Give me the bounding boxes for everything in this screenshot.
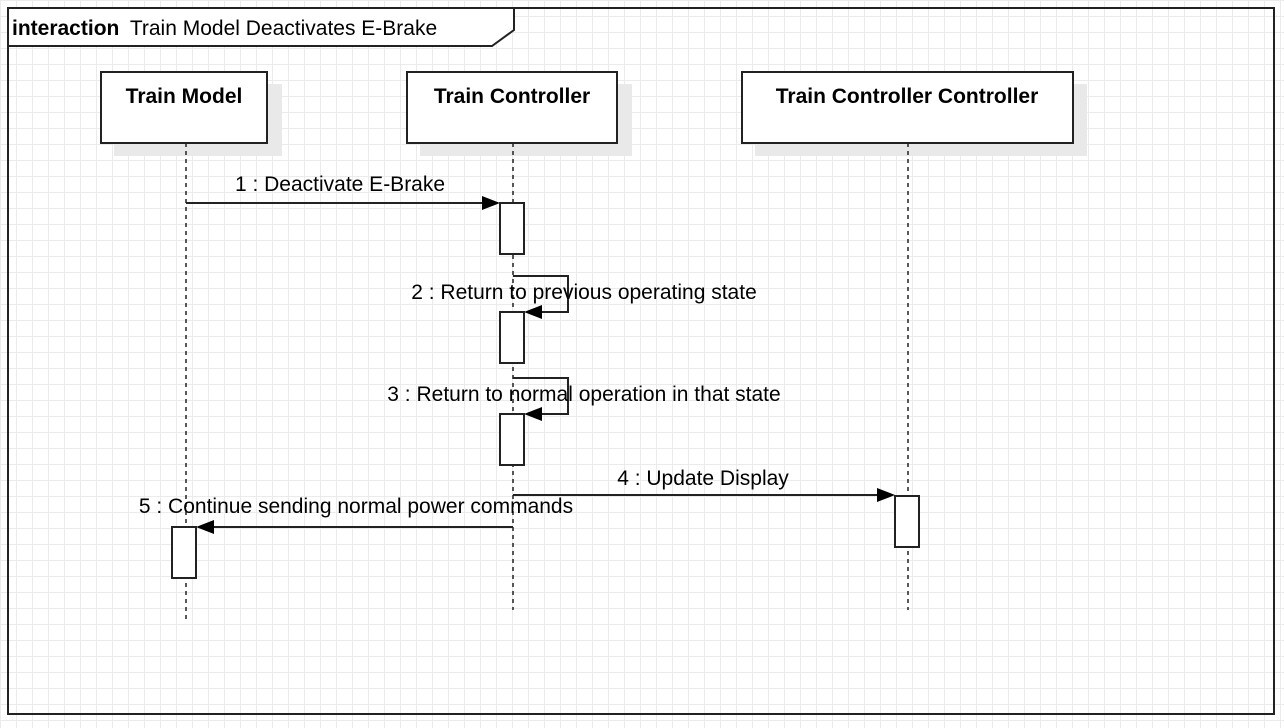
message-label: 2 : Return to previous operating state — [411, 281, 757, 304]
self-message-arrow — [513, 275, 569, 313]
arrowhead-icon — [524, 407, 542, 421]
svg-text:interaction Train Model De: interaction Train Model Deactivates E-Br… — [12, 17, 437, 40]
activation-bar — [171, 526, 197, 579]
self-message-arrow — [513, 377, 569, 415]
message-label: 3 : Return to normal operation in that s… — [387, 383, 780, 406]
activation-bar — [499, 413, 525, 466]
lifeline-label: Train Model — [126, 85, 243, 108]
arrowhead-icon — [877, 488, 895, 502]
frame-title-name: Train Model Deactivates E-Brake — [130, 17, 437, 40]
message-label: 4 : Update Display — [617, 467, 789, 490]
lifeline-train-controller-controller[interactable]: Train Controller Controller — [741, 71, 1074, 144]
arrowhead-icon — [482, 196, 500, 210]
message-label: 1 : Deactivate E-Brake — [235, 173, 445, 196]
lifeline-train-controller[interactable]: Train Controller — [406, 71, 618, 144]
frame-title-tab — [7, 7, 515, 47]
message-label: 5 : Continue sending normal power comman… — [139, 495, 573, 518]
activation-bar — [499, 311, 525, 364]
lifeline-label: Train Controller Controller — [776, 85, 1039, 108]
arrowhead-icon — [524, 305, 542, 319]
frame-title-keyword: interaction — [12, 17, 119, 40]
activation-bar — [894, 495, 920, 548]
activation-bar — [499, 202, 525, 255]
interaction-frame — [7, 7, 1275, 715]
arrowhead-icon — [196, 520, 214, 534]
lifeline-label: Train Controller — [434, 85, 590, 108]
lifeline-train-model[interactable]: Train Model — [100, 71, 268, 144]
